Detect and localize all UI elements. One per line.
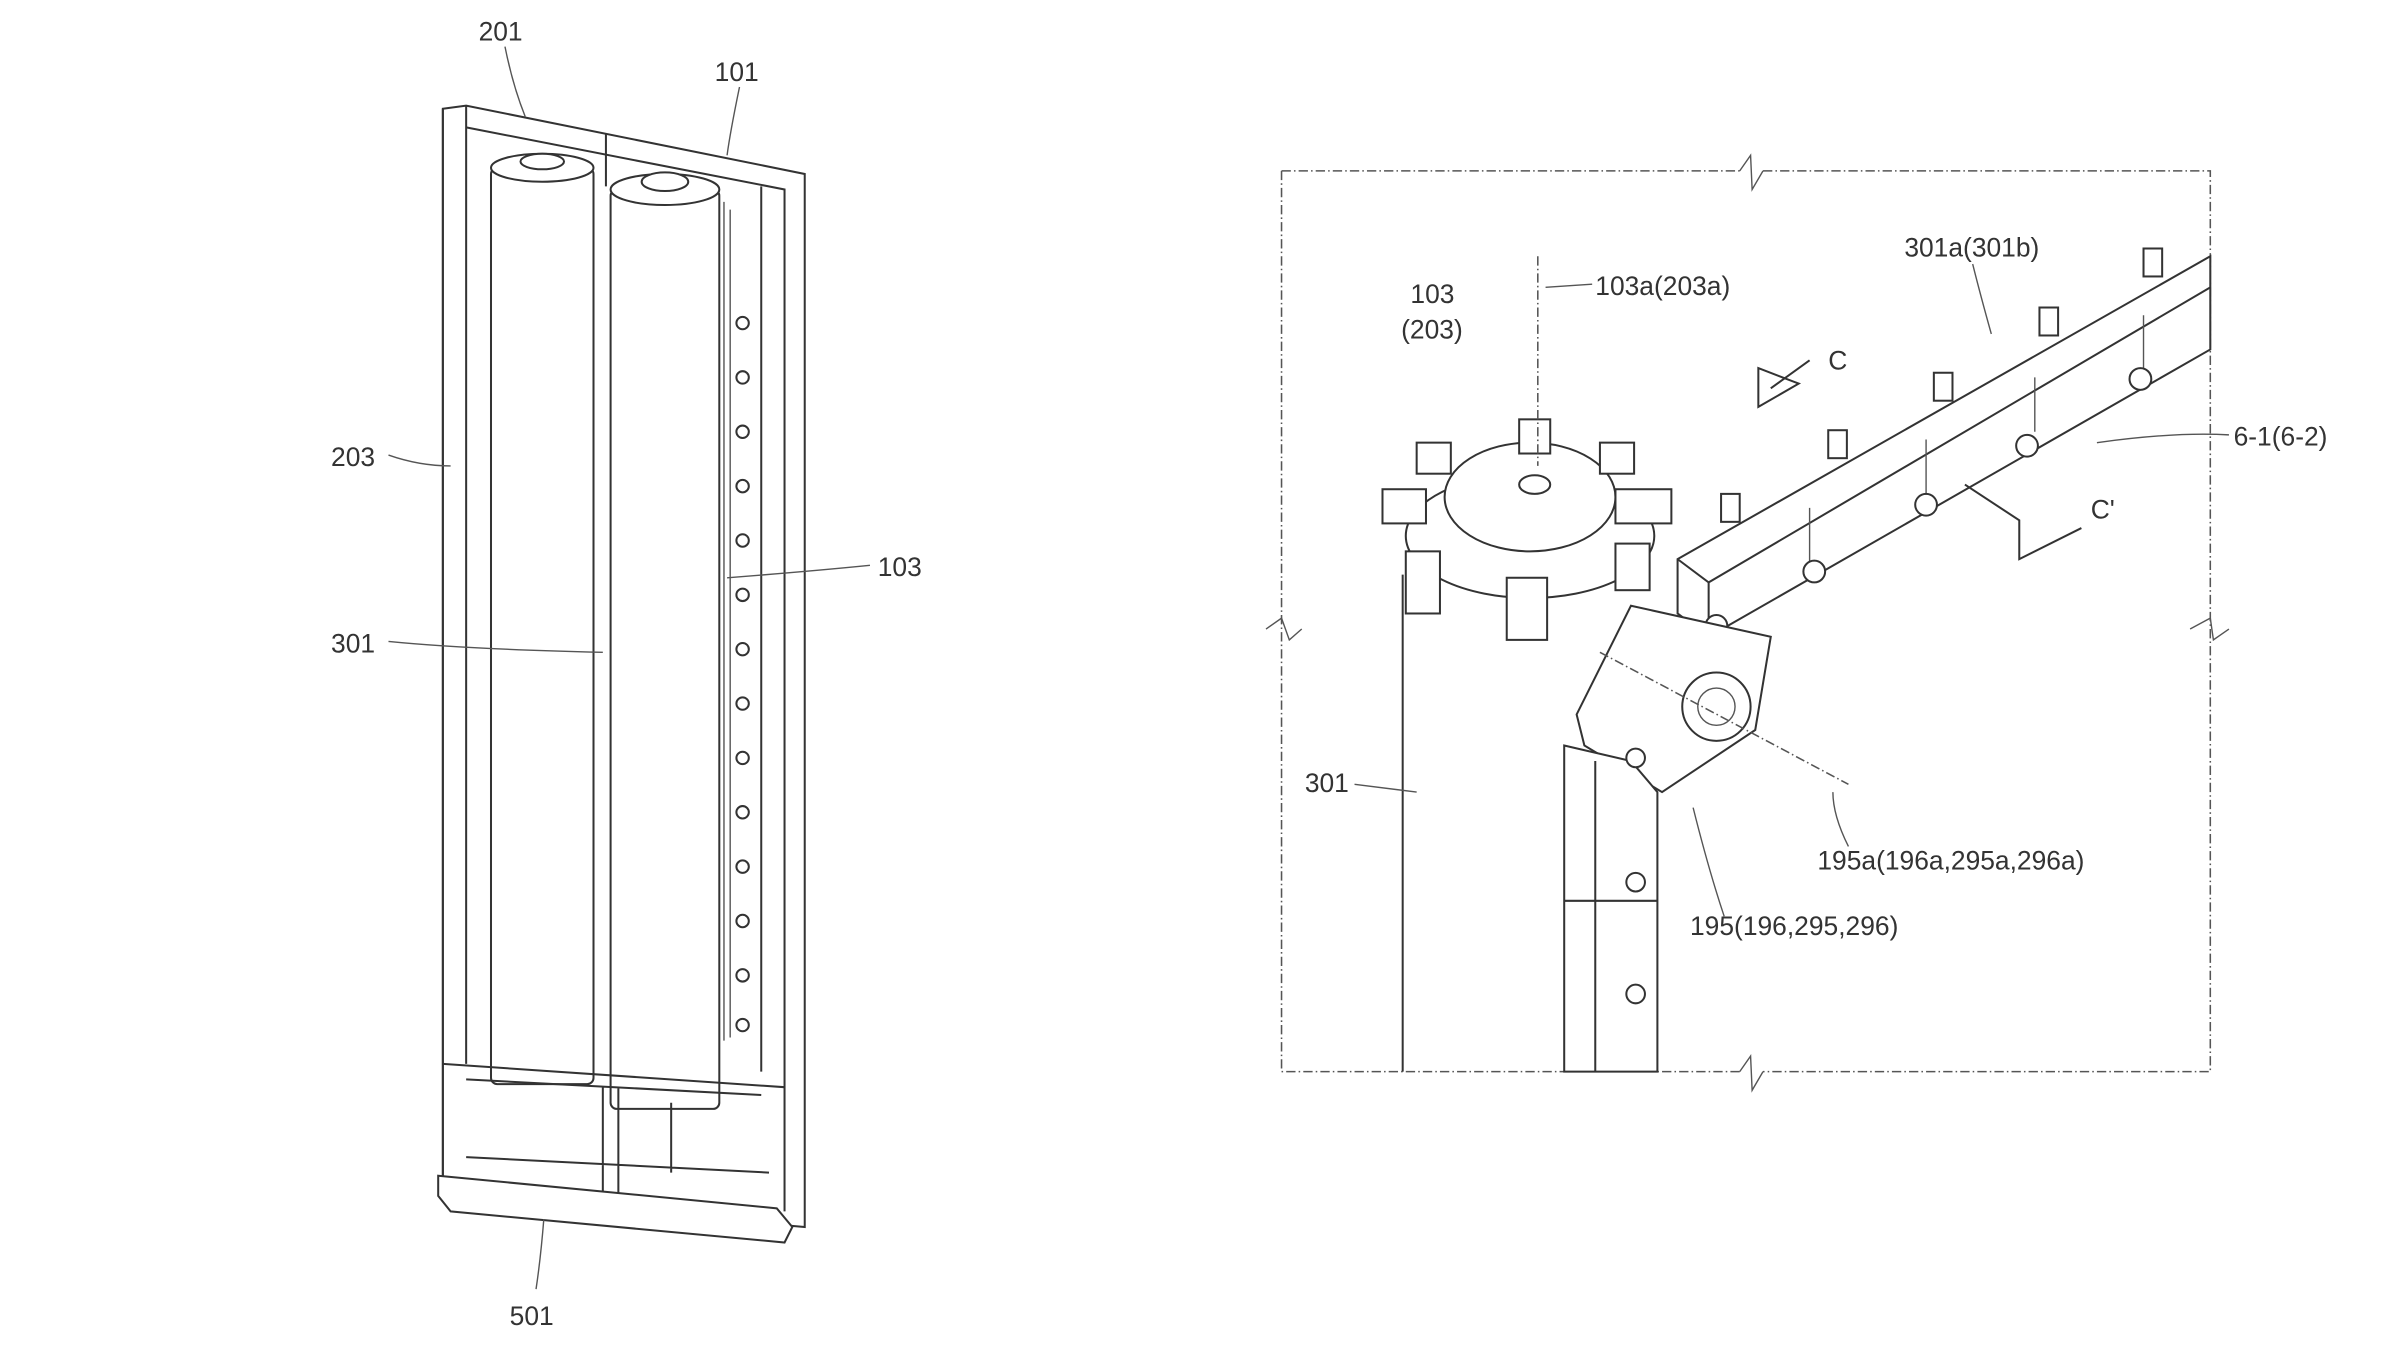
rotating-hub <box>1381 418 1673 641</box>
label-195: 195(196,295,296) <box>1690 911 1898 941</box>
label-501: 501 <box>510 1301 554 1331</box>
label-301: 301 <box>331 628 375 658</box>
air-purifier-perspective: 201 101 203 301 103 501 <box>331 16 922 1330</box>
label-section-C: C <box>1828 346 1847 376</box>
label-195a: 195a(196a,295a,296a) <box>1817 846 2084 876</box>
stud-column <box>735 315 750 1033</box>
roller-left <box>489 166 595 1086</box>
link-chain-horizontal <box>1676 247 2212 638</box>
label-203: 203 <box>331 442 375 472</box>
base-plate <box>437 1174 794 1244</box>
label-201: 201 <box>479 16 523 46</box>
label-101: 101 <box>715 57 759 87</box>
label-301-right: 301 <box>1305 768 1349 798</box>
label-6-1: 6-1(6-2) <box>2234 422 2328 452</box>
label-103: 103 <box>878 552 922 582</box>
hinge-joint <box>1575 604 1772 794</box>
label-103a: 103a(203a) <box>1595 271 1730 301</box>
label-section-C-prime: C' <box>2091 495 2115 525</box>
label-301a: 301a(301b) <box>1904 232 2039 262</box>
label-203-hub: (203) <box>1401 315 1463 345</box>
hinge-gear <box>1681 671 1752 742</box>
label-103-hub: 103 <box>1410 279 1454 309</box>
link-chain-vertical <box>1563 744 1659 1073</box>
hinge-detail-view: 103 (203) 103a(203a) 301a(301b) C C' 6-1… <box>1265 153 2328 1093</box>
roller-right <box>609 188 721 1110</box>
